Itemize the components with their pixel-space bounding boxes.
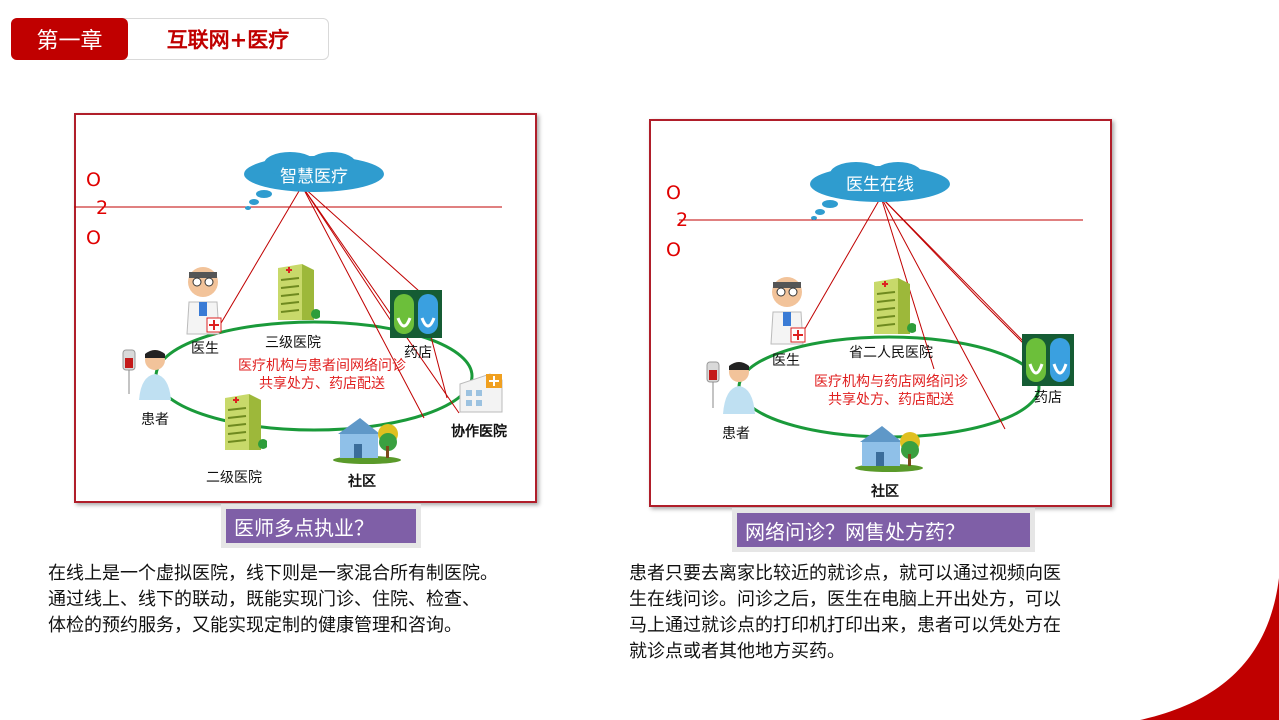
node-label-partner-hospital: 协作医院 [451,424,507,440]
paragraph-line: 患者只要去离家比较近的就诊点，就可以通过视频向医 [629,563,1061,584]
node-label-hospital3: 三级医院 [265,335,321,351]
node-label-community: 社区 [871,484,899,500]
patient-icon [122,349,171,400]
patient-icon [706,361,755,414]
hospital-building-icon [874,278,916,334]
node-label-doctor: 医生 [772,353,800,369]
left-paragraph: 在线上是一个虚拟医院，线下则是一家混合所有制医院。 通过线上、线下的联动，既能实… [48,561,498,639]
paragraph-line: 在线上是一个虚拟医院，线下则是一家混合所有制医院。 [48,563,498,584]
node-label-hospital2: 二级医院 [206,470,262,486]
node-label-patient: 患者 [722,426,750,442]
question-box: 医师多点执业？ [221,504,421,548]
paragraph-line: 体检的预约服务，又能实现定制的健康管理和咨询。 [48,615,462,636]
paragraph-line: 生在线问诊。问诊之后，医生在电脑上开出处方，可以 [629,589,1061,610]
o2o-digit-2: 2 [676,209,689,231]
corner-swoosh-decoration [1140,578,1279,720]
node-label-community: 社区 [348,474,376,490]
question-box: 网络问诊？网售处方药？ [732,508,1035,552]
node-label-patient: 患者 [141,412,169,428]
house-icon [855,426,923,472]
pill-capsule-icon [1022,334,1074,386]
o2o-letter-o2: O [86,227,101,249]
paragraph-line: 通过线上、线下的联动，既能实现门诊、住院、检查、 [48,589,480,610]
o2o-letter-o2: O [666,239,681,261]
center-caption-line1: 医疗机构与药店网络问诊 [814,374,968,390]
center-caption-line2: 共享处方、药店配送 [828,392,954,408]
pill-capsule-icon [390,290,442,338]
doctor-icon [770,277,806,345]
clinic-icon [459,373,503,413]
cloud-label: 医生在线 [846,175,914,195]
hospital-building-icon [278,264,320,320]
node-label-pharmacy: 药店 [1034,390,1062,406]
o2o-letter-o1: O [86,169,101,191]
center-caption-line1: 医疗机构与患者间网络问诊 [238,358,406,374]
cloud-label: 智慧医疗 [280,167,348,187]
hospital-building-icon [225,394,267,450]
node-label-pharmacy: 药店 [404,345,432,361]
doctor-icon [186,267,222,335]
paragraph-line: 就诊点或者其他地方买药。 [629,641,845,662]
chapter-title: 互联网+医疗 [166,28,290,52]
o2o-letter-o1: O [666,182,681,204]
house-icon [333,418,401,464]
cloud-icon [810,162,950,220]
node-label-doctor: 医生 [191,341,219,357]
chapter-label: 第一章 [11,18,128,60]
right-paragraph: 患者只要去离家比较近的就诊点，就可以通过视频向医 生在线问诊。问诊之后，医生在电… [629,561,1061,665]
center-caption-line2: 共享处方、药店配送 [259,376,385,392]
o2o-digit-2: 2 [96,197,109,219]
cloud-icon [244,152,384,210]
node-label-hospital: 省二人民医院 [849,345,933,361]
paragraph-line: 马上通过就诊点的打印机打印出来，患者可以凭处方在 [629,615,1061,636]
